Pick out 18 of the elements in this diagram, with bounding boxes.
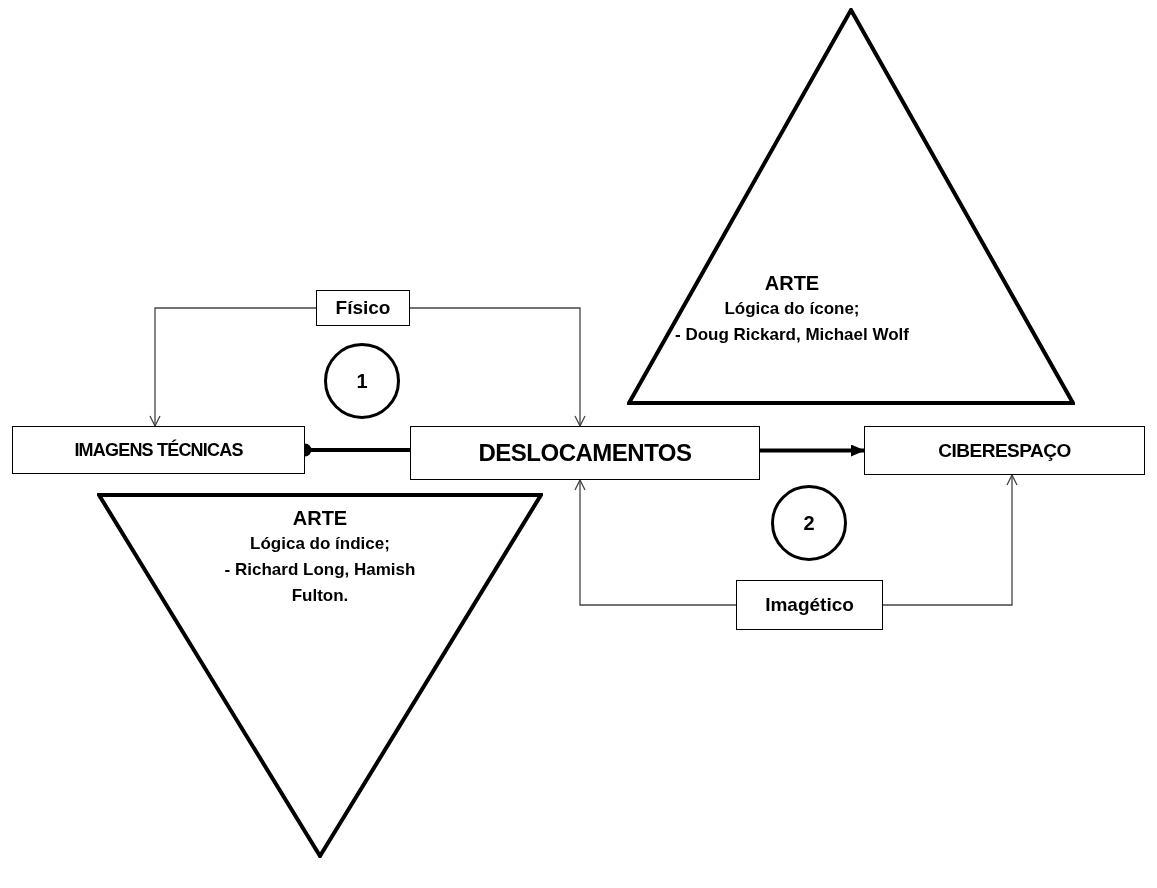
triangle-text: - Doug Rickard, Michael Wolf xyxy=(674,324,910,346)
triangle-text: Lógica do índice; xyxy=(249,533,391,555)
concept-box: DESLOCAMENTOS xyxy=(410,426,760,480)
connector-arrow xyxy=(409,307,586,427)
numbered-circle: 2 xyxy=(771,485,847,561)
triangle-text: Lógica do ícone; xyxy=(723,298,861,320)
label-box: Físico xyxy=(316,290,410,326)
connector-arrow xyxy=(149,307,317,427)
connector-arrow xyxy=(882,474,1018,606)
concept-box: CIBERESPAÇO xyxy=(864,426,1145,475)
connector-arrow xyxy=(574,479,737,606)
triangle-text: - Richard Long, Hamish Fulton. xyxy=(223,559,417,607)
numbered-circle: 1 xyxy=(324,343,400,419)
triangle-heading: ARTE xyxy=(291,506,349,531)
triangle-heading: ARTE xyxy=(763,271,821,296)
label-box: Imagético xyxy=(736,580,883,630)
concept-box: IMAGENS TÉCNICAS xyxy=(12,426,305,474)
connector-arrow xyxy=(760,444,865,457)
